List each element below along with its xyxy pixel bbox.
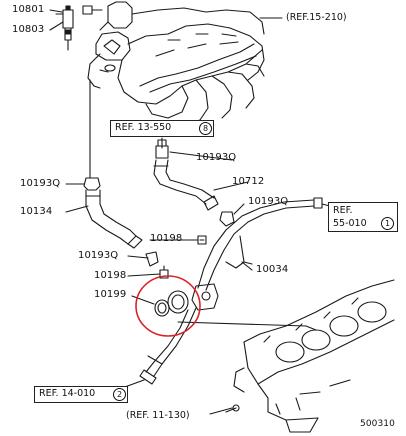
o-ring-10199 <box>154 290 189 317</box>
ref-13-550-box[interactable]: REF. 13-550 8 <box>110 120 214 137</box>
bolt-10198-a <box>197 235 207 245</box>
hose-10712 <box>153 159 219 211</box>
part-label-10198-b: 10198 <box>94 270 127 281</box>
part-label-10134: 10134 <box>20 206 53 217</box>
part-label-10193q-low: 10193Q <box>78 250 119 261</box>
part-label-10801: 10801 <box>12 4 45 15</box>
part-label-10193q-right: 10193Q <box>248 196 289 207</box>
bolt-10198-b <box>159 265 169 279</box>
ref-11-130[interactable]: (REF. 11-130) <box>126 410 190 421</box>
ref-13-550-number: 8 <box>197 122 212 135</box>
ref-14-010-label: REF. 14-010 <box>39 388 96 399</box>
part-label-10712: 10712 <box>232 176 265 187</box>
hose-fitting-top <box>155 139 169 159</box>
ref-14-010-box[interactable]: REF. 14-010 2 <box>34 386 128 403</box>
hose-10134 <box>85 189 143 249</box>
hose-clamp-low <box>145 251 159 267</box>
ref-15-210[interactable]: (REF.15-210) <box>286 12 347 23</box>
intake-manifold <box>87 1 265 125</box>
part-label-10193q-left: 10193Q <box>20 178 61 189</box>
hose-clamp-right <box>219 211 235 227</box>
diagram-id: 500310 <box>360 419 395 429</box>
ref-55-010-box[interactable]: REF. 55-010 1 <box>328 202 398 232</box>
ref-14-010-number: 2 <box>111 388 126 401</box>
sensor-assembly <box>55 5 103 51</box>
part-label-10193q-mid: 10193Q <box>196 152 237 163</box>
hose-clamp-left <box>83 79 101 191</box>
engine-block <box>225 279 395 433</box>
part-label-10199: 10199 <box>94 289 127 300</box>
water-pipe-10034 <box>139 197 323 385</box>
part-label-10198-a: 10198 <box>150 233 183 244</box>
highlight-circle <box>135 275 201 337</box>
part-label-10803: 10803 <box>12 24 45 35</box>
ref-13-550-label: REF. 13-550 <box>115 122 172 133</box>
part-label-10034: 10034 <box>256 264 289 275</box>
ref-55-010-number: 1 <box>379 217 394 230</box>
ref-55-010-line1: REF. <box>333 205 353 216</box>
ref-55-010-line2: 55-010 <box>333 218 367 229</box>
